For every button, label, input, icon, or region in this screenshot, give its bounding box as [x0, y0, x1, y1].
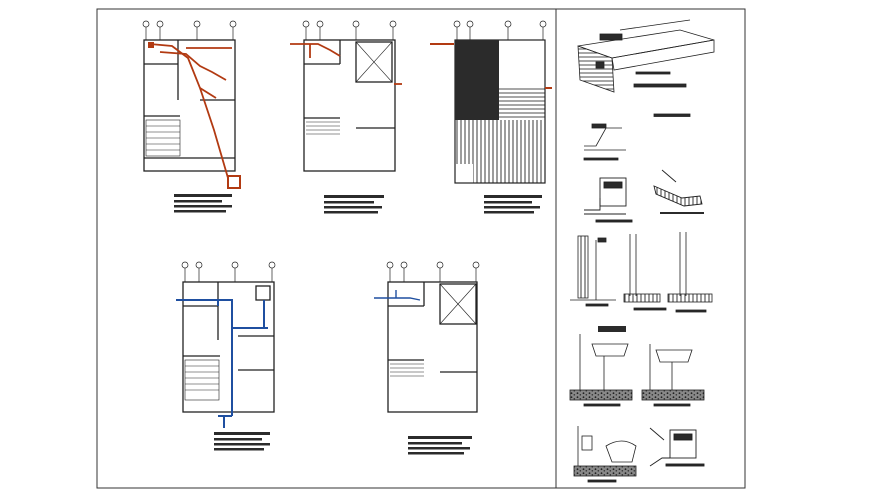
detail-inspection-box — [584, 177, 633, 223]
grid-bubbles — [302, 20, 397, 40]
plan-1 — [142, 20, 241, 213]
grid-bubbles — [181, 261, 276, 282]
roof-hatch-lower — [473, 120, 545, 183]
grid-bubbles — [142, 20, 237, 40]
stair — [306, 121, 340, 135]
legend-bars — [174, 194, 232, 213]
detail-wall-section-1 — [570, 235, 616, 307]
roof-hatch-lower-left — [455, 120, 473, 164]
section-title-bar — [598, 326, 626, 332]
plan-2 — [290, 20, 402, 214]
roof-hatch-right — [499, 86, 545, 120]
stair — [184, 359, 220, 401]
water-lines — [176, 299, 268, 428]
detail-wall-section-3 — [667, 232, 713, 313]
grid-bubbles — [386, 261, 480, 282]
detail-pipe-slope — [583, 123, 626, 161]
detail-wall-section-2 — [623, 234, 667, 311]
sheet-border — [96, 8, 746, 489]
detail-sink-section-1 — [569, 334, 633, 407]
legend-bars — [408, 436, 472, 455]
grid-bubbles — [453, 20, 547, 40]
walls — [143, 39, 236, 172]
water-lines — [374, 290, 421, 301]
plan-5 — [374, 261, 480, 455]
roof-dark-slab — [455, 40, 499, 120]
legend-bars — [214, 432, 270, 451]
stair — [145, 119, 181, 157]
plan-3 — [430, 20, 552, 214]
plan-4 — [176, 261, 276, 451]
detail-isometric-box — [577, 19, 715, 117]
sanitary-lines — [149, 43, 236, 187]
legend-bars — [484, 195, 542, 214]
walls — [387, 281, 478, 413]
legend-bars — [324, 195, 384, 214]
detail-trap-section — [649, 427, 705, 467]
detail-pipe-joint — [653, 169, 704, 214]
detail-sink-section-2 — [641, 344, 705, 407]
detail-toilet-section — [573, 426, 637, 483]
stair — [390, 363, 424, 377]
walls — [182, 281, 275, 413]
sanitary-lines — [290, 43, 402, 85]
inspection-box — [227, 175, 241, 189]
walls — [303, 39, 396, 172]
